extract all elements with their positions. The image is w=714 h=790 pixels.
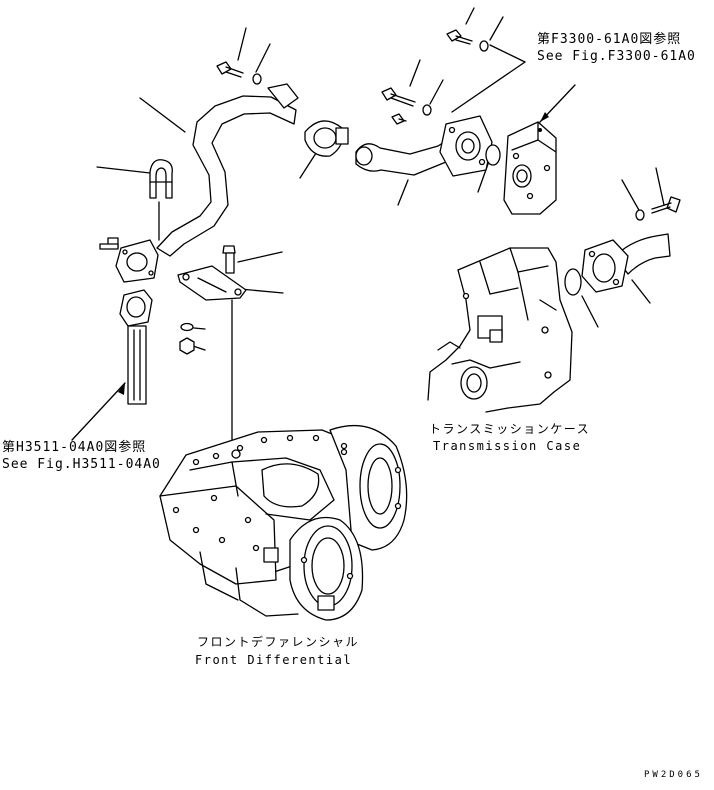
- leader-lines: [71, 7, 665, 456]
- flange-middle: [439, 115, 493, 177]
- transmission-case-label-en: Transmission Case: [433, 439, 582, 453]
- bolt-middle: [381, 87, 432, 116]
- hose-to-h3511: [119, 289, 153, 405]
- front-differential: [159, 424, 408, 621]
- bracket: [177, 265, 247, 301]
- ref-f3300-en: See Fig.F3300-61A0: [537, 49, 696, 64]
- front-differential-label-jp: フロントデファレンシャル: [197, 635, 360, 649]
- main-pipe-left: [156, 83, 299, 257]
- pipe-right: [581, 233, 671, 293]
- stud-small: [391, 113, 407, 125]
- bolt-vertical: [222, 245, 236, 274]
- ref-h3511-jp: 第H3511-04A0図参照: [2, 440, 147, 455]
- o-ring-middle: [485, 144, 501, 166]
- bolt-right: [635, 196, 681, 221]
- hose-clamp: [304, 120, 349, 157]
- transmission-case: [427, 247, 573, 413]
- o-ring-right: [564, 268, 582, 296]
- leader-arrowheads: [118, 112, 549, 395]
- u-tube: [149, 159, 173, 199]
- front-differential-label-en: Front Differential: [195, 653, 353, 667]
- ref-f3300-jp: 第F3300-61A0図参照: [537, 32, 682, 47]
- drawing-code: PW2D065: [644, 770, 703, 780]
- pipe-middle: [355, 131, 471, 176]
- bolt-upper-left: [216, 61, 262, 85]
- washer-and-nut: [179, 322, 195, 355]
- bolt-upper-right: [446, 29, 489, 52]
- valve-block-f3300: [503, 121, 557, 215]
- ref-h3511-en: See Fig.H3511-04A0: [2, 457, 161, 472]
- transmission-case-label-jp: トランスミッションケース: [429, 422, 591, 436]
- flange-left: [99, 237, 159, 283]
